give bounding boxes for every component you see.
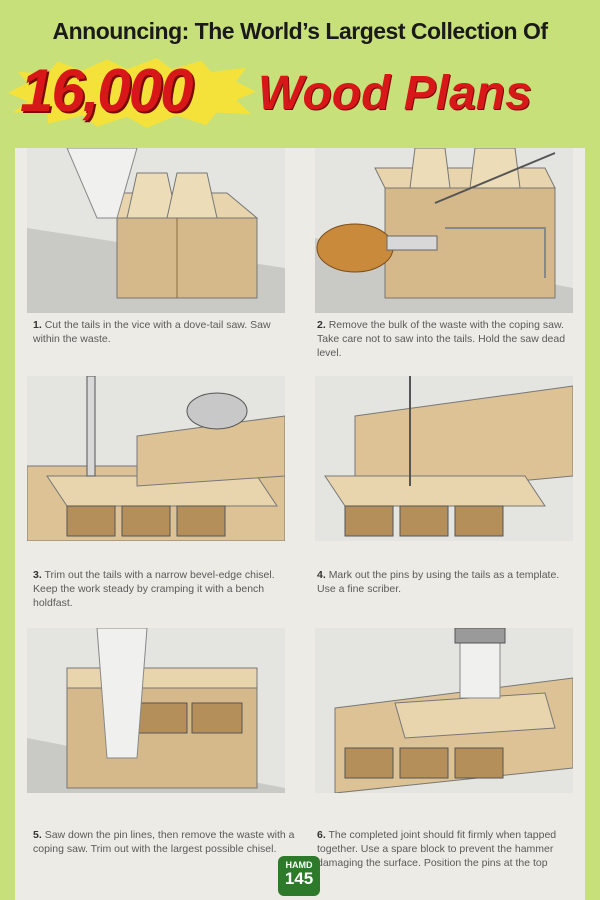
step-3-illustration bbox=[27, 376, 285, 541]
step-6-caption: 6. The completed joint should fit firmly… bbox=[317, 828, 579, 870]
step-2-number: 2. bbox=[317, 319, 326, 331]
step-1-number: 1. bbox=[33, 319, 42, 331]
step-6-text: The completed joint should fit firmly wh… bbox=[317, 829, 557, 869]
step-1-text: Cut the tails in the vice with a dove-ta… bbox=[33, 319, 271, 345]
step-1-caption: 1. Cut the tails in the vice with a dove… bbox=[33, 318, 295, 346]
step-5-caption: 5. Saw down the pin lines, then remove t… bbox=[33, 828, 295, 856]
badge-label: HAMD bbox=[285, 860, 313, 870]
step-4-text: Mark out the pins by using the tails as … bbox=[317, 569, 560, 595]
step-6-illustration bbox=[315, 628, 573, 793]
step-4-illustration bbox=[315, 376, 573, 541]
step-2-caption: 2. Remove the bulk of the waste with the… bbox=[317, 318, 579, 360]
step-3-number: 3. bbox=[33, 569, 42, 581]
step-3-text: Trim out the tails with a narrow bevel-e… bbox=[33, 569, 275, 609]
step-5-illustration bbox=[27, 628, 285, 793]
step-4-caption: 4. Mark out the pins by using the tails … bbox=[317, 568, 579, 596]
step-2-illustration bbox=[315, 148, 573, 313]
badge-number: 145 bbox=[284, 869, 314, 888]
headline: Announcing: The World’s Largest Collecti… bbox=[52, 18, 549, 44]
step-4-number: 4. bbox=[317, 569, 326, 581]
step-2-text: Remove the bulk of the waste with the co… bbox=[317, 319, 566, 359]
big-title: 16,000 Wood Plans bbox=[0, 52, 600, 132]
step-5-number: 5. bbox=[33, 829, 42, 841]
big-title-text: Wood Plans bbox=[258, 67, 532, 120]
instruction-sheet: 1. Cut the tails in the vice with a dove… bbox=[15, 148, 585, 900]
step-6-number: 6. bbox=[317, 829, 326, 841]
step-5-text: Saw down the pin lines, then remove the … bbox=[33, 829, 295, 855]
step-3-caption: 3. Trim out the tails with a narrow beve… bbox=[33, 568, 295, 610]
big-number: 16,000 bbox=[20, 57, 194, 124]
step-1-illustration bbox=[27, 148, 285, 313]
hamd-badge: HAMD 145 bbox=[278, 856, 320, 896]
